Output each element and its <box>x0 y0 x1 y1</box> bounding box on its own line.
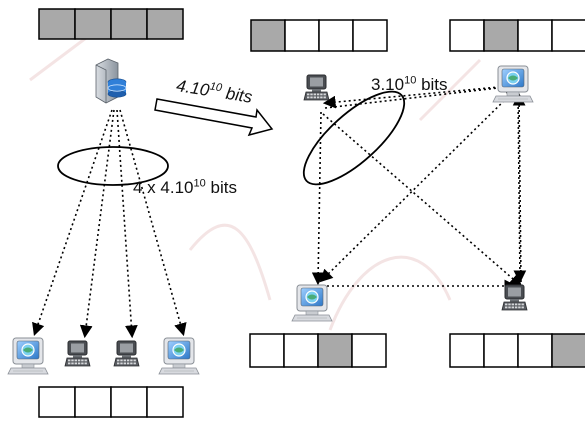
peer-bottom-left-storage-blocks <box>249 333 387 368</box>
storage-block <box>551 333 585 368</box>
crt-monitor-icon <box>158 337 200 375</box>
link-server-client-2 <box>79 109 115 339</box>
storage-block <box>318 19 354 52</box>
storage-block <box>284 19 320 52</box>
terminal-icon <box>113 340 140 367</box>
storage-block <box>351 333 387 368</box>
storage-block <box>74 8 112 40</box>
peer-bundle-ellipse <box>302 90 406 186</box>
storage-block <box>449 19 485 52</box>
peer-transfer-label: 3.1010 bits <box>371 75 448 95</box>
link-tl-bl <box>311 111 325 286</box>
storage-block <box>110 8 148 40</box>
cs-label-base: 4 x 4.10 <box>133 178 194 197</box>
link-tl-tr <box>324 80 519 109</box>
client-server-links <box>32 109 187 339</box>
link-server-client-1 <box>32 109 113 337</box>
storage-block <box>317 333 353 368</box>
storage-block <box>38 386 76 418</box>
storage-block <box>352 19 388 52</box>
storage-block <box>517 333 553 368</box>
link-tr-br <box>513 91 527 284</box>
storage-block <box>38 8 76 40</box>
peer-label-exponent: 10 <box>404 74 417 87</box>
storage-block <box>146 8 184 40</box>
client-server-bundle-ellipse <box>57 146 169 186</box>
cs-label-exponent: 10 <box>193 177 206 190</box>
storage-block <box>74 386 112 418</box>
peer-top-right-storage-blocks <box>449 19 585 52</box>
storage-block <box>249 333 285 368</box>
cs-label-unit: bits <box>210 178 237 197</box>
arrow-label-exponent: 10 <box>208 80 223 95</box>
peer-bottom-right-storage-blocks <box>449 333 585 368</box>
client-server-transfer-label: 4 x 4.1010 bits <box>133 178 237 198</box>
crt-monitor-icon <box>492 65 534 103</box>
terminal-icon <box>64 340 91 367</box>
storage-block <box>110 386 148 418</box>
crt-monitor-icon <box>7 337 49 375</box>
storage-block <box>146 386 184 418</box>
arrow-label-unit: bits <box>224 83 254 107</box>
clients-storage-blocks <box>38 386 184 418</box>
storage-block <box>483 19 519 52</box>
storage-block <box>517 19 553 52</box>
storage-block <box>283 333 319 368</box>
storage-block <box>483 333 519 368</box>
hollow-arrow <box>154 98 274 137</box>
link-br-tr <box>512 92 526 283</box>
storage-block <box>551 19 585 52</box>
link-server-client-4 <box>119 109 187 337</box>
terminal-icon <box>303 74 330 101</box>
storage-block <box>250 19 286 52</box>
storage-block <box>449 333 485 368</box>
server-icon <box>95 58 127 104</box>
crt-monitor-icon <box>291 284 333 322</box>
arrow-label-base: 4.10 <box>175 76 211 100</box>
peer-label-unit: bits <box>421 75 448 94</box>
peer-top-left-storage-blocks <box>250 19 388 52</box>
link-tl-br <box>322 113 523 288</box>
peer-links <box>311 80 527 293</box>
server-storage-blocks <box>38 8 184 40</box>
peer-label-base: 3.10 <box>371 75 405 94</box>
link-tr-tl <box>322 85 511 109</box>
terminal-icon <box>501 284 528 311</box>
link-tr-bl <box>319 89 516 283</box>
